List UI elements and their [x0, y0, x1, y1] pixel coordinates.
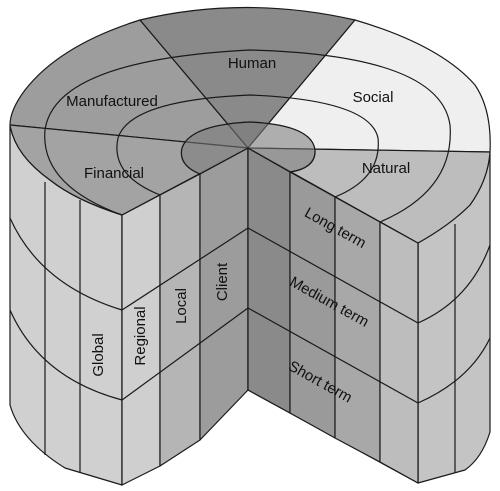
cut-column-rim	[379, 221, 419, 484]
capital-labels: Human Social Manufactured Natural Financ…	[66, 55, 410, 182]
wedge-cut	[121, 147, 419, 486]
center-core	[180, 121, 316, 175]
sector-social	[247, 19, 491, 153]
layer-line-cutleft-2	[121, 307, 249, 401]
label-natural: Natural	[362, 160, 410, 177]
label-regional: Regional	[132, 306, 149, 365]
ring-outer	[44, 49, 451, 223]
layer-line-left-1	[9, 217, 123, 311]
layer-line-right-2	[417, 337, 491, 404]
label-social: Social	[353, 89, 394, 106]
top-disc	[9, 6, 491, 244]
layer-line-cutright-1	[247, 227, 419, 324]
sector-natural	[247, 147, 491, 244]
label-financial: Financial	[84, 165, 144, 182]
label-global: Global	[90, 333, 107, 376]
layer-line-cutright-2	[247, 307, 419, 404]
layer-line-left-2	[9, 309, 123, 401]
cut-column-inner	[247, 147, 291, 414]
scale-labels: Global Regional Local Client	[90, 262, 231, 377]
layer-line-cutleft-1	[121, 227, 249, 311]
layer-lines	[9, 182, 491, 473]
label-human: Human	[228, 55, 276, 72]
sector-human	[139, 6, 356, 149]
label-manufactured: Manufactured	[66, 93, 158, 110]
ring-middle	[116, 94, 379, 198]
layer-line-right-1	[417, 244, 491, 324]
label-local: Local	[173, 288, 190, 324]
label-client: Client	[214, 262, 231, 301]
sector-manufactured	[9, 19, 249, 149]
